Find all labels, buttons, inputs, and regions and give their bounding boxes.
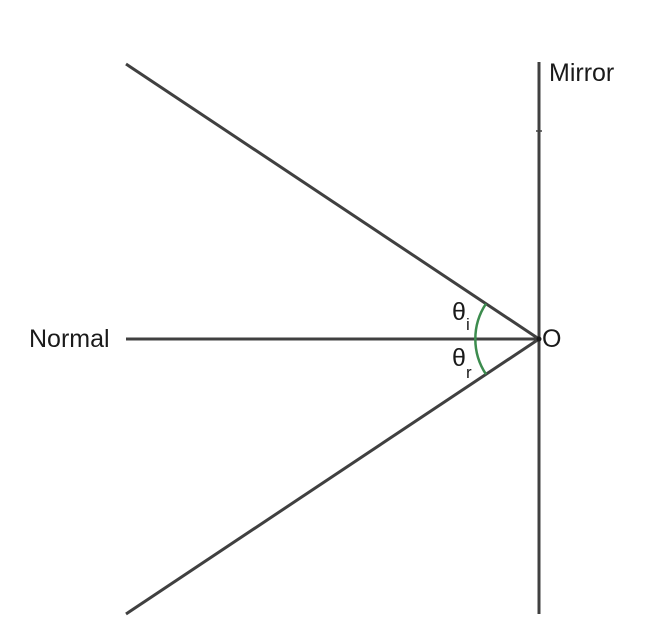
theta-i-symbol: θ bbox=[452, 298, 466, 326]
theta-r-subscript: r bbox=[466, 363, 472, 382]
angle-arc bbox=[474, 303, 488, 375]
point-o-dot bbox=[536, 336, 542, 342]
incident-ray bbox=[125, 62, 540, 341]
normal-label: Normal bbox=[29, 325, 110, 353]
reflected-ray bbox=[125, 337, 540, 616]
mirror-label: Mirror bbox=[549, 59, 614, 87]
point-o-label: O bbox=[542, 325, 561, 353]
theta-i-subscript: i bbox=[466, 315, 470, 334]
theta-r-symbol: θ bbox=[452, 344, 466, 372]
